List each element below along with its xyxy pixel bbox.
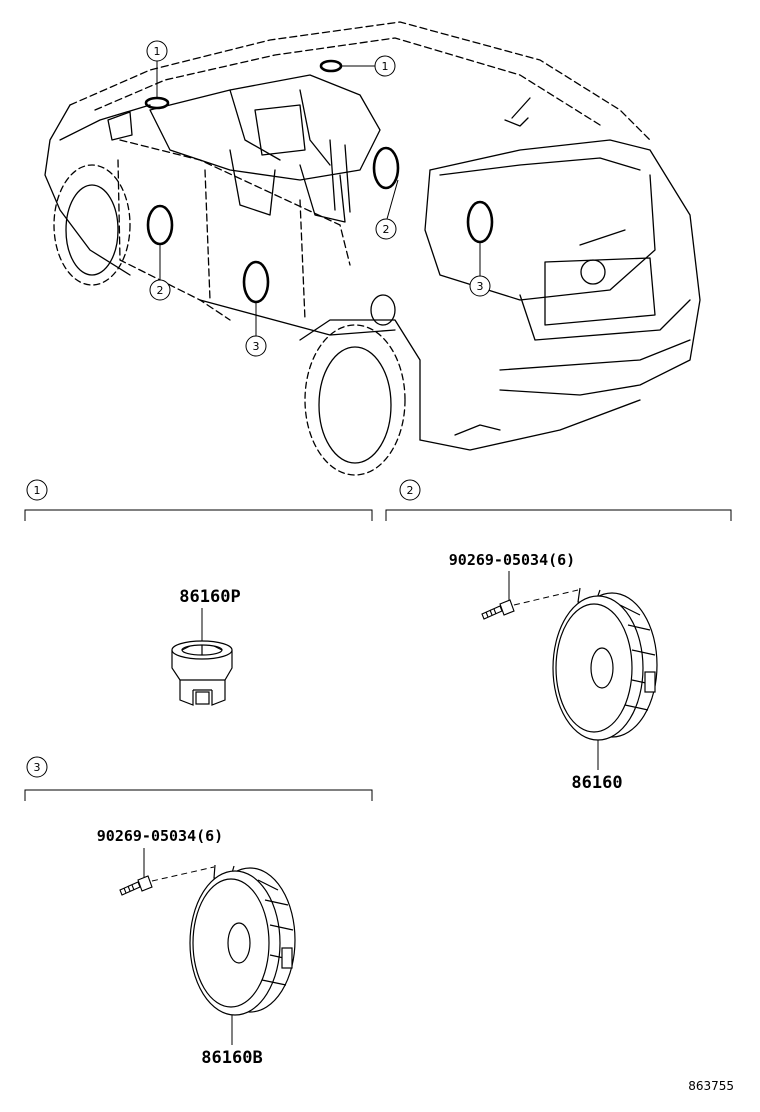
- front-door-speaker-location-right: [372, 146, 400, 190]
- section-1: 1 86160P: [24, 479, 373, 706]
- rear-speaker-icon: [189, 864, 296, 1016]
- callout-number: 1: [382, 60, 389, 73]
- rear-door-speaker-location-left: [242, 260, 270, 304]
- callout-number: 3: [477, 280, 484, 293]
- callout-number: 2: [157, 284, 164, 297]
- section-2-bracket: [385, 509, 732, 521]
- part-number-86160B: 86160B: [201, 1048, 262, 1068]
- part-number-screw-rear: 90269-05034(6): [97, 827, 223, 845]
- section-2-number: 2: [407, 484, 414, 497]
- diagram-reference-code: 863755: [688, 1079, 734, 1093]
- callout-number: 1: [154, 45, 161, 58]
- tweeter-icon: [171, 640, 233, 706]
- section-1-number: 1: [34, 484, 41, 497]
- rear-door-speaker-location-right: [466, 200, 494, 244]
- vehicle-callout-3b: 3: [469, 275, 491, 297]
- tweeter-location-right: [319, 59, 343, 73]
- section-3: 3 90269-05034(6) 86160B: [24, 756, 373, 1068]
- section-3-number: 3: [34, 761, 41, 774]
- section-3-bracket: [24, 789, 373, 801]
- section-1-bracket: [24, 509, 373, 521]
- screw-icon: [481, 599, 515, 620]
- front-speaker-icon: [552, 587, 658, 741]
- part-number-86160P: 86160P: [179, 587, 240, 607]
- part-number-86160: 86160: [571, 773, 622, 793]
- callout-number: 3: [253, 340, 260, 353]
- speaker-locations: [144, 59, 494, 304]
- section-2: 2 90269-05034(6) 86160: [385, 479, 732, 793]
- vehicle-callout-2b: 2: [375, 218, 397, 240]
- front-door-speaker-location-left: [146, 204, 174, 246]
- callout-number: 2: [383, 223, 390, 236]
- vehicle-callout-1b: 1: [374, 55, 396, 77]
- vehicle-callout-3a: 3: [245, 335, 267, 357]
- vehicle-illustration: [44, 21, 701, 476]
- callout-leaders: [156, 61, 481, 336]
- tweeter-location-left: [144, 96, 170, 110]
- vehicle-callout-2a: 2: [149, 279, 171, 301]
- vehicle-callout-1a: 1: [146, 40, 168, 62]
- part-number-screw-front: 90269-05034(6): [449, 551, 575, 569]
- screw-icon: [119, 875, 153, 896]
